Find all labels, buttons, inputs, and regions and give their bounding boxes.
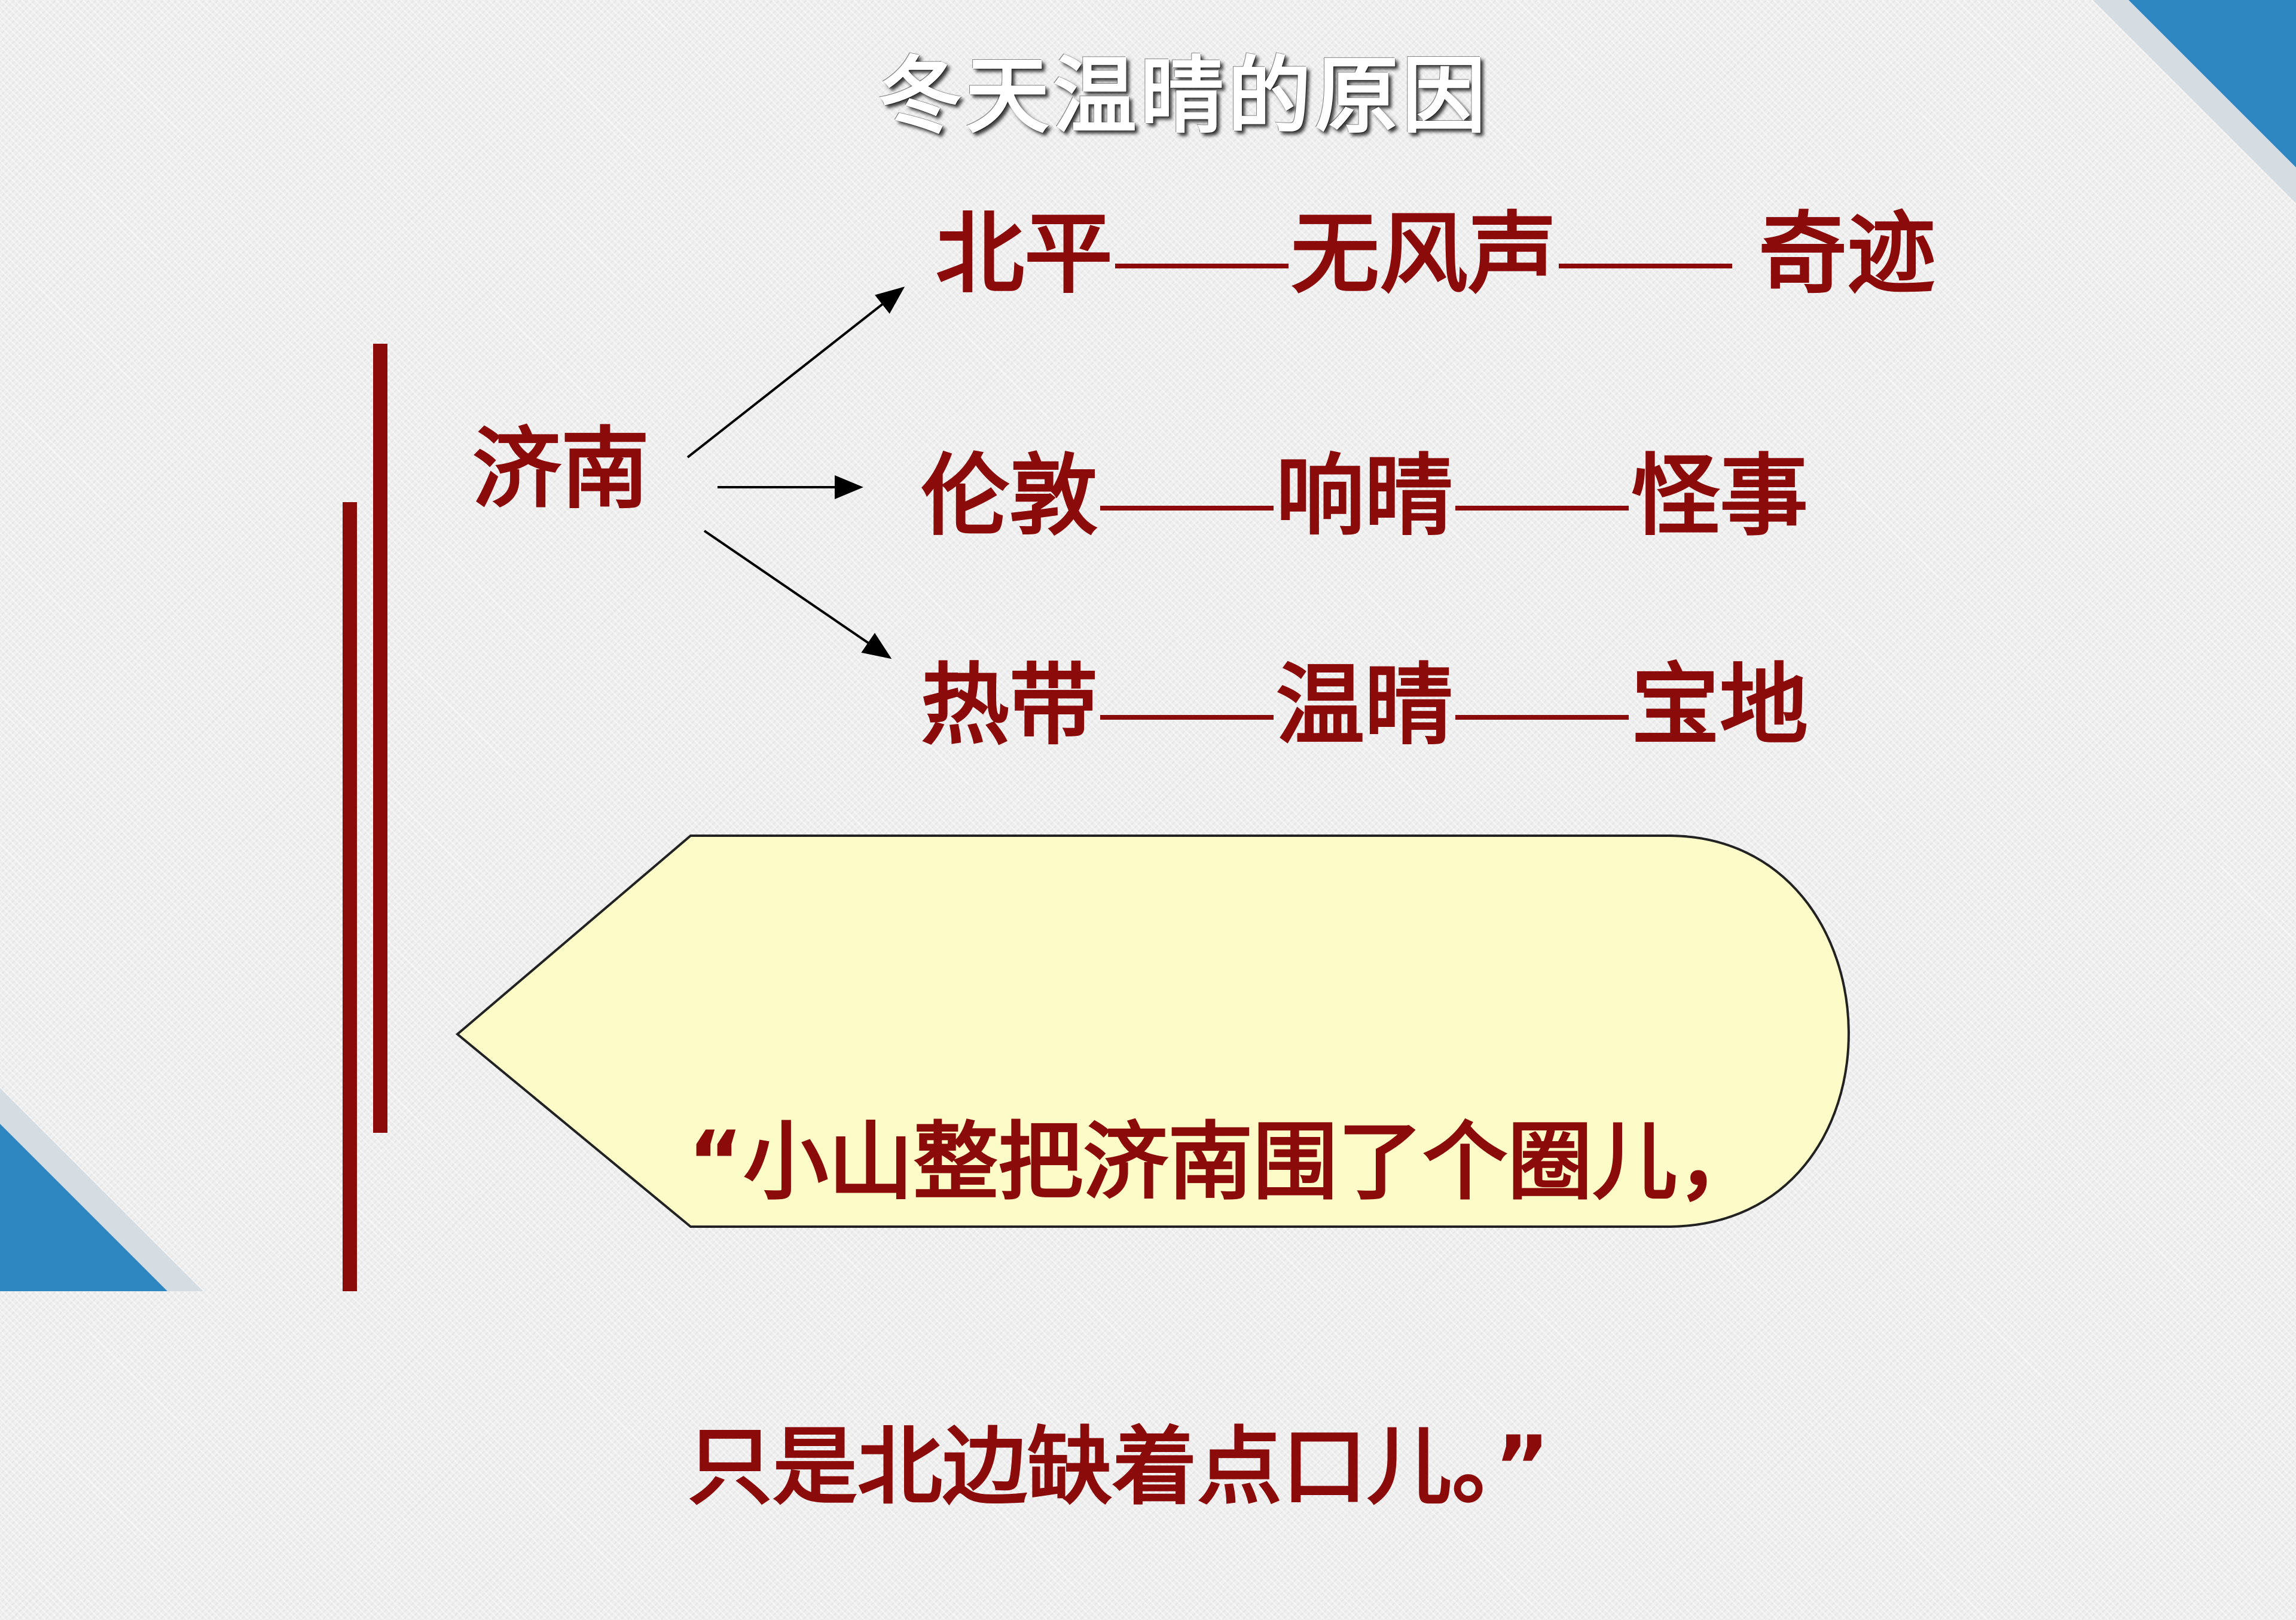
- row-3-dash-2: [1455, 715, 1629, 720]
- row-2-term-a: 伦敦: [921, 445, 1098, 548]
- slide-graphics: [0, 0, 2296, 1291]
- corner-decoration-bottom-left: [0, 1088, 203, 1291]
- arrow-to-row-3: [703, 530, 892, 659]
- row-2-dash-2: [1455, 506, 1629, 511]
- quote-text: “小山整把济南围了个圈儿， 只是北边缺着点口儿。”: [688, 909, 1762, 1620]
- chain-row-1: 北平 无风声 奇迹: [936, 200, 1935, 308]
- row-3-dash-1: [1100, 715, 1274, 720]
- chain-row-2: 伦敦 响晴 怪事: [921, 442, 1808, 550]
- quote-callout: [455, 835, 1850, 1228]
- page-title: 冬天温晴的原因: [878, 48, 1489, 145]
- row-2-term-c: 怪事: [1631, 445, 1808, 548]
- source-node: 济南: [472, 418, 649, 521]
- quote-line-2: 只是北边缺着点口儿。”: [688, 1418, 1550, 1517]
- quote-line-1: “小山整把济南围了个圈儿，: [688, 1113, 1763, 1212]
- vertical-bar-long: [343, 502, 357, 1291]
- row-1-term-a: 北平: [936, 203, 1113, 305]
- row-2-dash-1: [1100, 506, 1274, 511]
- row-3-term-b: 温晴: [1276, 654, 1453, 757]
- row-1-term-c: 奇迹: [1758, 203, 1935, 305]
- vertical-bar-tall: [373, 344, 387, 1133]
- chain-row-3: 热带 温晴 宝地: [921, 652, 1808, 759]
- row-3-term-c: 宝地: [1631, 654, 1808, 757]
- row-1-dash-1: [1115, 264, 1289, 269]
- arrow-to-row-1: [686, 286, 905, 459]
- row-1-dash-2: [1559, 264, 1732, 269]
- row-3-term-a: 热带: [921, 654, 1098, 757]
- row-2-term-b: 响晴: [1276, 445, 1453, 548]
- corner-decoration-top-right: [2093, 0, 2296, 203]
- row-1-term-b: 无风声: [1291, 203, 1556, 305]
